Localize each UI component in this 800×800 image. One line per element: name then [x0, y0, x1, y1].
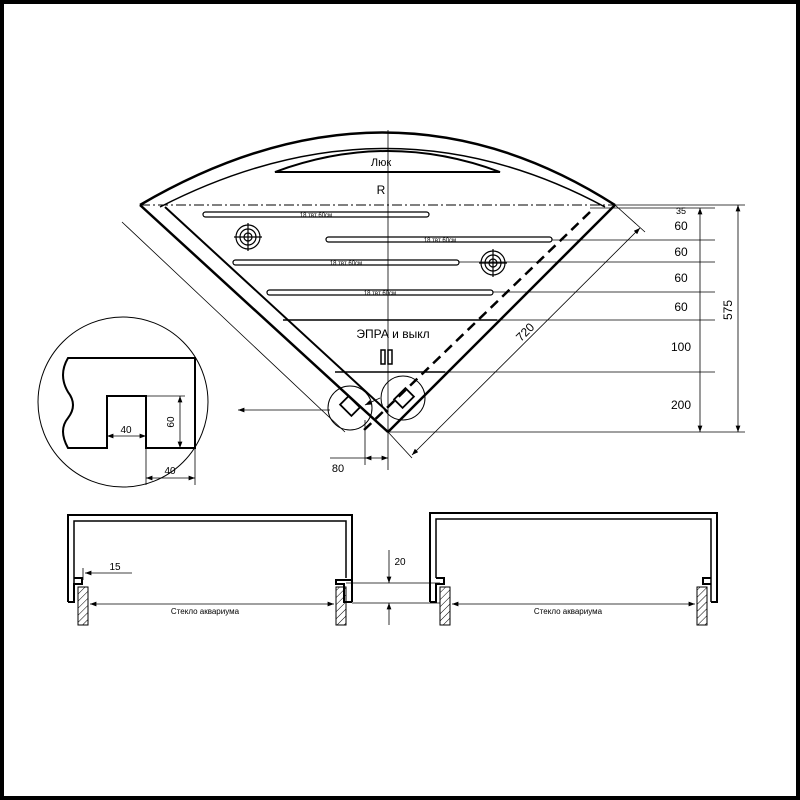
- hatch-label: Люк: [371, 157, 391, 169]
- profile-left: [67, 514, 440, 626]
- dim-200: 200: [671, 398, 691, 412]
- top-view: [121, 130, 745, 470]
- mount-icon-1: [234, 223, 262, 251]
- dim-60-2: 60: [674, 245, 688, 259]
- dim-60-4: 60: [674, 300, 688, 314]
- dim-60-3: 60: [674, 271, 688, 285]
- detail-view: 40 60 40: [37, 316, 209, 488]
- lamp-label-3: 18 твт 60см: [330, 261, 362, 267]
- detail-dim-width: 40: [120, 425, 132, 436]
- total-dim: 575: [721, 300, 735, 320]
- dim-35: 35: [676, 206, 686, 216]
- bottom-dim: 80: [332, 463, 344, 475]
- glass-label-left: Стекло аквариума: [171, 607, 240, 616]
- lamp-tube-1: [202, 211, 430, 218]
- ballast-label: ЭПРА и выкл: [356, 327, 429, 341]
- profile-right: [429, 512, 718, 626]
- hatch-opening: [274, 150, 501, 173]
- glass-label-right: Стекло аквариума: [534, 607, 603, 616]
- lamp-label-2: 18 твт 60см: [424, 238, 456, 244]
- outer-arc: [139, 131, 616, 207]
- paper: [4, 4, 796, 796]
- dim-60-1: 60: [674, 219, 688, 233]
- top-view-labels: Люк R 18 твт 60см 18 твт 60см 18 твт 60с…: [300, 157, 735, 475]
- switch-icon: [380, 349, 386, 365]
- lip-dim: 15: [109, 562, 121, 573]
- height-dim: 20: [394, 557, 406, 568]
- radius-label: R: [377, 183, 386, 197]
- dim-100: 100: [671, 340, 691, 354]
- detail-dim-offset: 40: [164, 466, 176, 477]
- detail-dim-height: 60: [166, 416, 177, 428]
- lamp-label-1: 18 твт 60см: [300, 213, 332, 219]
- lamp-label-4: 18 твт 60см: [364, 291, 396, 297]
- inner-arc: [159, 147, 606, 208]
